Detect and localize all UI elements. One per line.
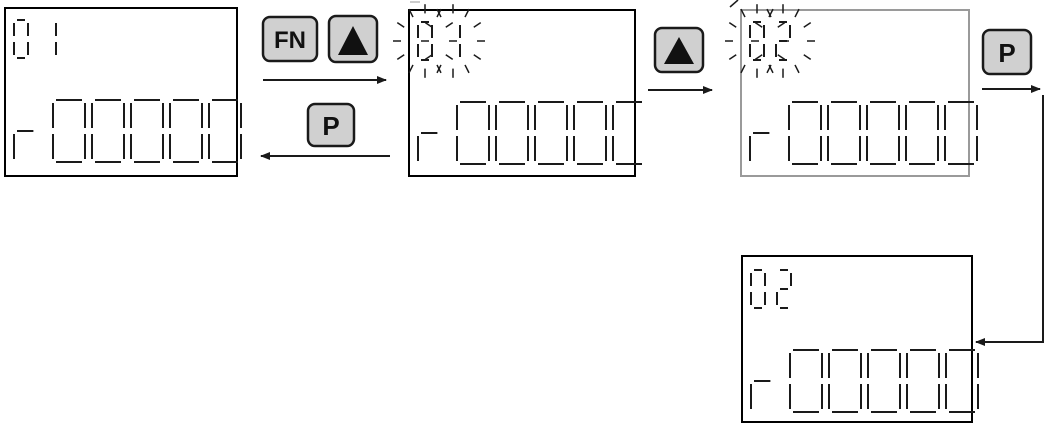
blink-ray (396, 54, 405, 61)
lcd-display-4-line1: 02 (747, 277, 759, 288)
blink-ray (408, 8, 414, 18)
digit-0 (906, 349, 940, 413)
blink-ray (436, 8, 442, 18)
lcd-display-1-line2: r00000 (10, 142, 46, 153)
lcd-display-2-frame (408, 9, 636, 177)
digit-r (749, 132, 770, 161)
arrow-top-stub (729, 0, 739, 8)
blink-ray (464, 64, 470, 74)
up-key-1[interactable] (327, 14, 379, 64)
display-4-segments (750, 269, 979, 413)
lcd-display-4: 02 r00000 (741, 255, 979, 423)
digit-0 (534, 101, 568, 165)
digit-0 (905, 101, 939, 165)
digit-0 (749, 21, 765, 61)
blink-ray (740, 64, 746, 74)
digit-0 (828, 349, 862, 413)
blink-ray (445, 54, 454, 61)
digit-2 (776, 269, 792, 309)
blink-ray (408, 64, 414, 74)
digit-0 (130, 99, 164, 163)
digit-0 (827, 101, 861, 165)
p-key-1-body (306, 102, 356, 148)
digit-0 (208, 99, 242, 163)
p-key-2-body (981, 28, 1033, 76)
display-1-segments (13, 19, 242, 163)
p-key-1-label: P (322, 111, 339, 141)
arrow-to-display4 (975, 95, 1044, 346)
up-arrow-icon (664, 37, 694, 64)
blink-ray (794, 64, 800, 74)
digit-r (13, 130, 34, 159)
lcd-display-3-frame (740, 9, 970, 177)
blink-ray (445, 21, 454, 28)
blink-ray (803, 54, 812, 61)
digit-0 (944, 101, 978, 165)
p-key-1[interactable]: P (306, 102, 356, 148)
fn-key-body (261, 15, 319, 63)
blink-indicators (393, 4, 815, 78)
blink-ray (740, 8, 746, 18)
digit-0 (945, 349, 979, 413)
fn-key-label: FN (274, 27, 306, 54)
lcd-display-3-line1: 02 (746, 32, 758, 43)
lcd-display-1: 01 r00000 (4, 7, 242, 177)
p-key-2-label: P (998, 38, 1015, 68)
lcd-display-2-line1: 01 (414, 32, 426, 43)
blink-ray (464, 8, 470, 18)
blink-ray (766, 64, 772, 74)
digit-0 (573, 101, 607, 165)
digit-r (750, 380, 771, 409)
blink-ray (754, 54, 763, 61)
digit-0 (750, 269, 766, 309)
digit-0 (867, 349, 901, 413)
digit-r (417, 132, 438, 161)
blink-ray (424, 21, 433, 28)
lcd-display-2: 01 r0000( (408, 9, 642, 177)
blink-ray (728, 54, 737, 61)
blink-ray (473, 21, 482, 28)
digit-partial (612, 101, 642, 165)
lcd-display-1-line1: 01 (10, 32, 22, 43)
lcd-display-3-line2: r00000 (746, 142, 782, 153)
digit-0 (52, 99, 86, 163)
digit-0 (866, 101, 900, 165)
display-2-segments (417, 21, 642, 165)
blink-ray (396, 21, 405, 28)
display-3-segments (749, 21, 978, 165)
blink-ray (777, 21, 786, 28)
blink-ray (728, 21, 737, 28)
lcd-display-4-frame (741, 255, 973, 423)
blink-ray (424, 54, 433, 61)
blink-ray (794, 8, 800, 18)
p-key-2[interactable]: P (981, 28, 1033, 76)
blink-ray (803, 21, 812, 28)
lcd-display-4-line2: r00000 (747, 387, 783, 398)
blink-ray (436, 64, 442, 74)
lcd-display-2-line2: r0000( (414, 142, 450, 153)
blink-ray (754, 21, 763, 28)
fn-key[interactable]: FN (261, 15, 319, 63)
digit-0 (91, 99, 125, 163)
digit-0 (13, 19, 29, 59)
digit-0 (495, 101, 529, 165)
blink-ray (766, 8, 772, 18)
up-arrow-icon (338, 26, 368, 55)
lcd-display-1-frame (4, 7, 238, 177)
up-key-2[interactable] (653, 26, 705, 74)
digit-0 (456, 101, 490, 165)
lcd-display-3: 02 r00000 (740, 9, 978, 177)
digit-0 (169, 99, 203, 163)
blink-ray (473, 54, 482, 61)
blink-ray (777, 54, 786, 61)
digit-0 (789, 349, 823, 413)
digit-0 (788, 101, 822, 165)
